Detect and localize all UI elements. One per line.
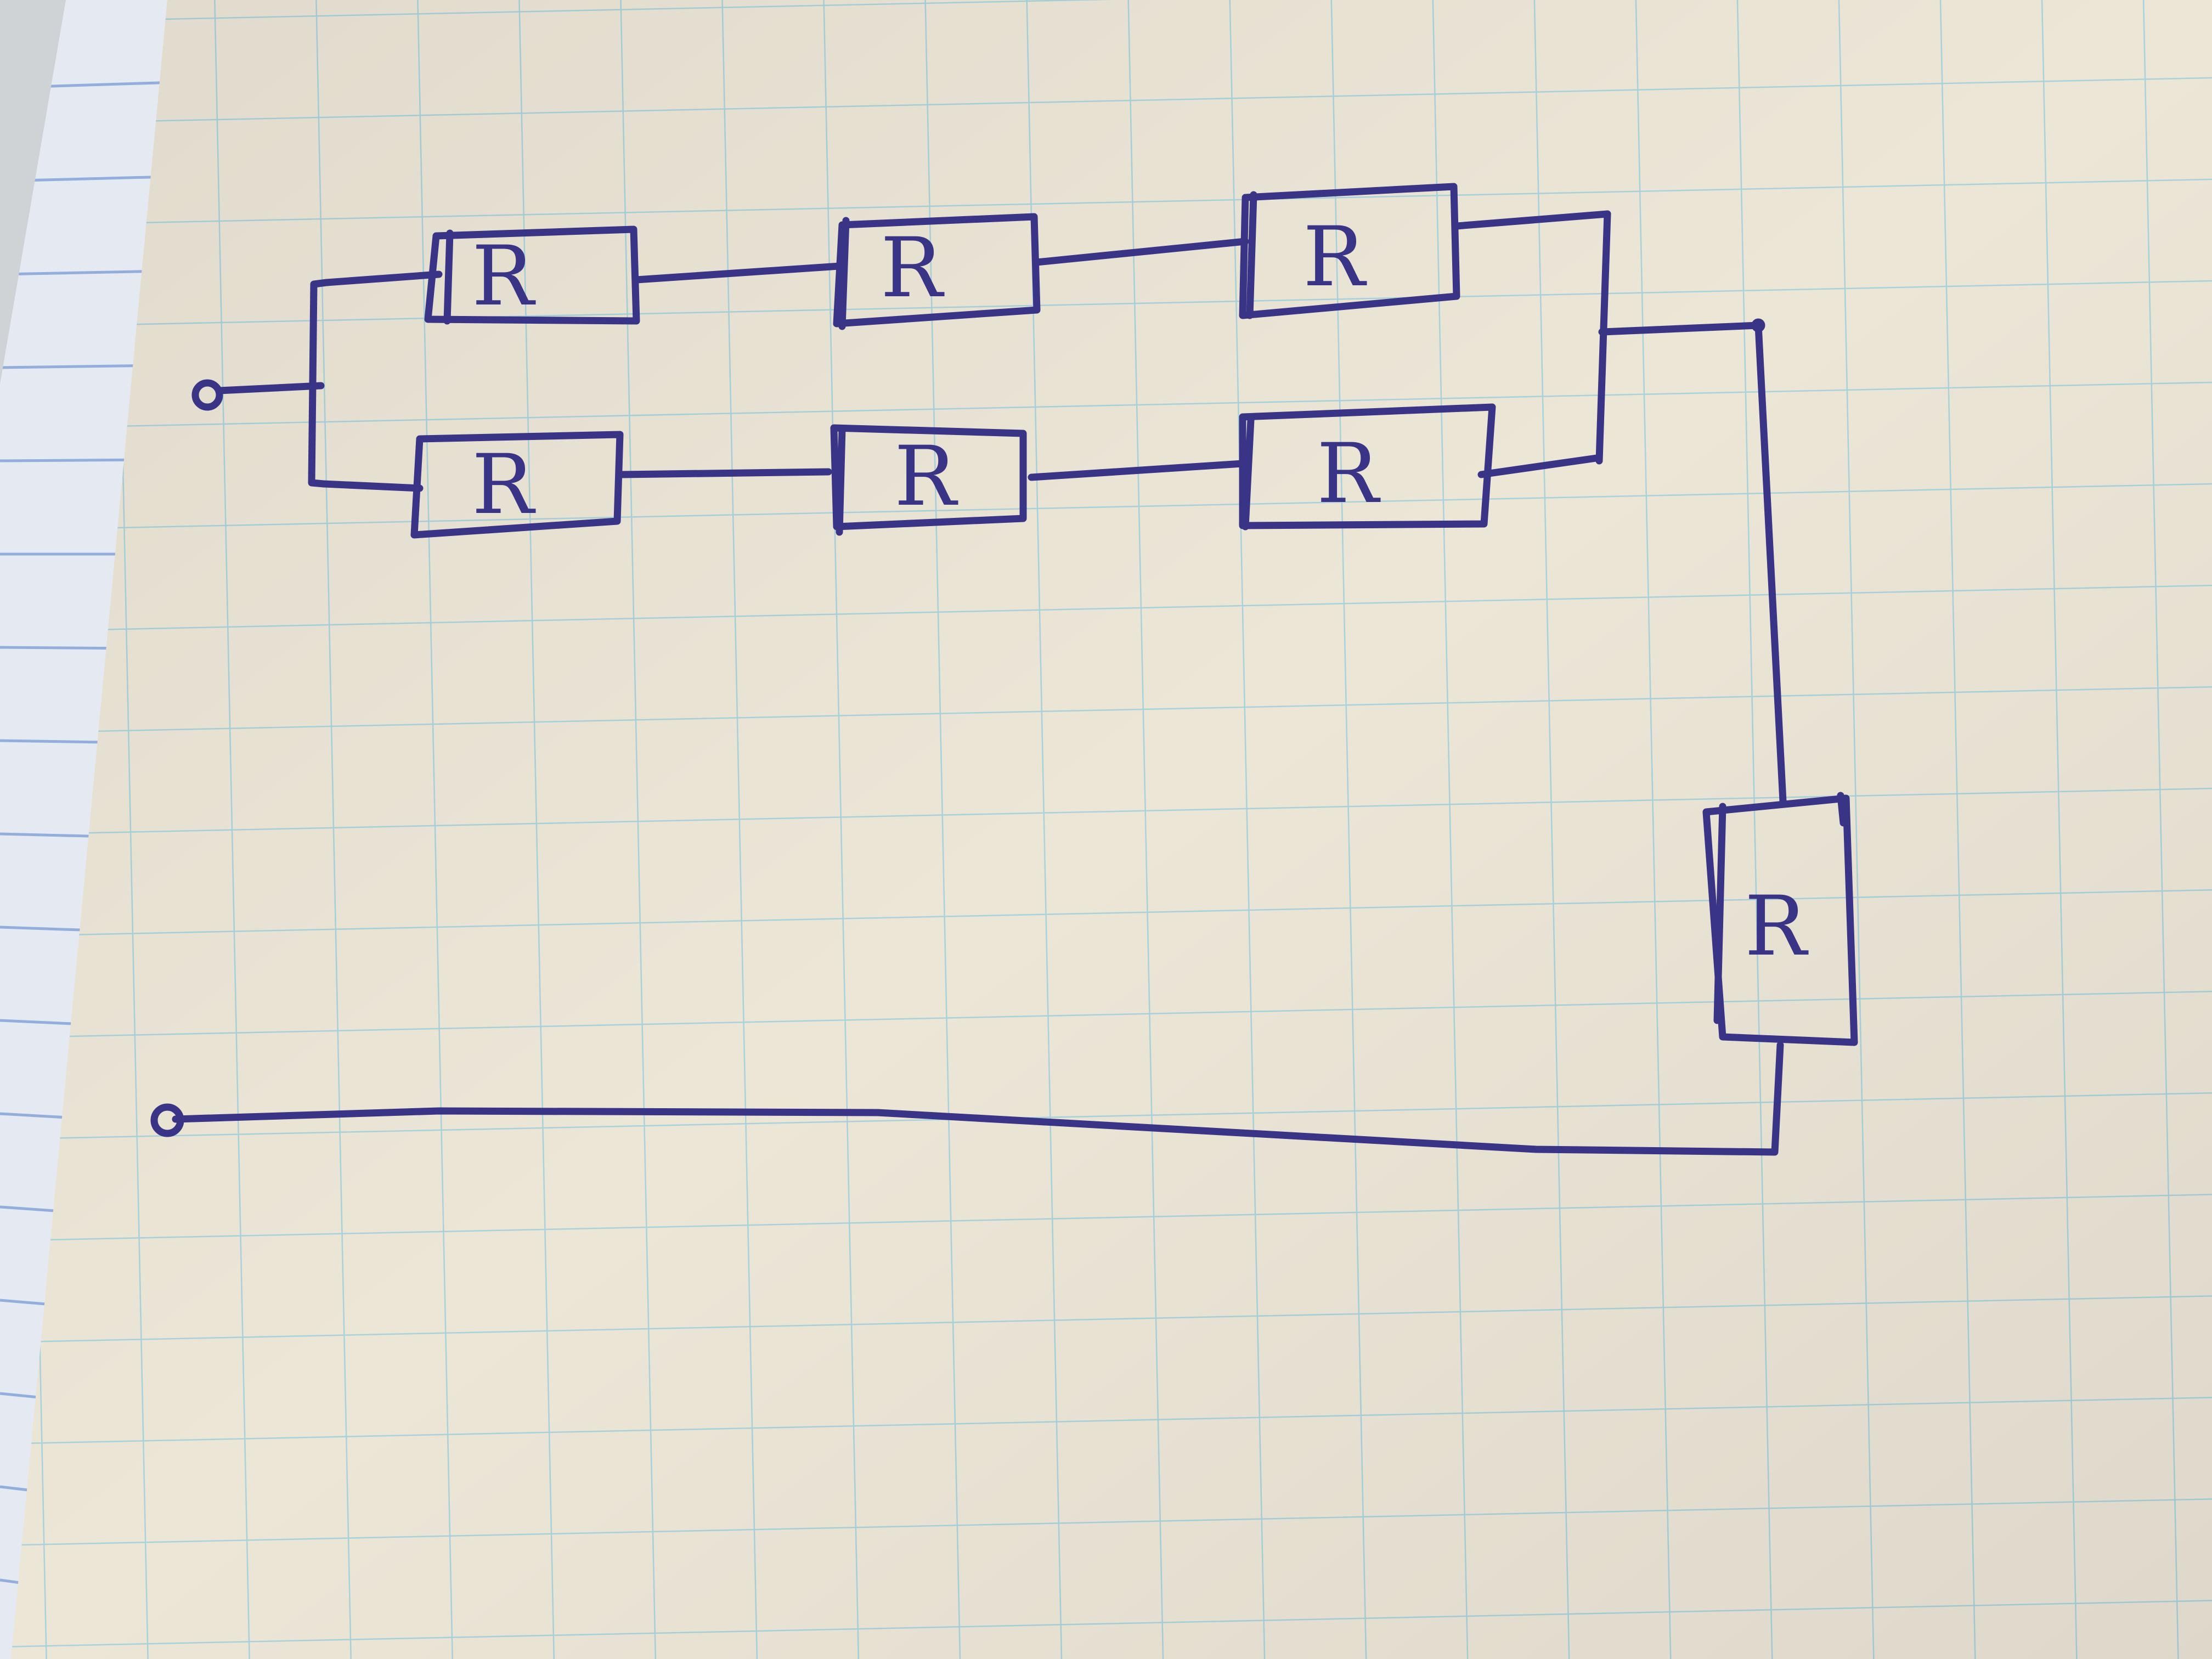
resistor-bottom-2 [830, 424, 1027, 536]
resistor-bottom-1 [410, 431, 624, 539]
right-bus [1595, 210, 1611, 465]
resistor-label: R [881, 221, 945, 316]
wire-top-out [1453, 210, 1611, 230]
wire-bottom-in [320, 480, 424, 492]
left-bus [308, 279, 330, 488]
resistor-label: R [894, 429, 958, 524]
resistor-label: R [472, 229, 536, 324]
wire-top-2-3 [1033, 238, 1249, 266]
resistor-label: R [1317, 426, 1381, 522]
input-terminal [191, 379, 223, 411]
wire-down [1754, 321, 1787, 805]
circuit [150, 183, 1858, 1156]
wire-bottom-out [1477, 454, 1600, 478]
resistor-top-3 [1239, 183, 1460, 319]
output-terminal [150, 1103, 184, 1137]
wire-top-1-2 [633, 262, 843, 284]
resistor-label: R [472, 437, 536, 533]
resistor-label: R [1303, 210, 1367, 305]
resistor-top-2 [833, 213, 1041, 330]
resistor-bottom-3 [1239, 403, 1496, 531]
wire-bottom-2-3 [1028, 460, 1246, 481]
wire-top-in [323, 270, 443, 286]
input-lead [216, 382, 325, 394]
resistor-labels: R R R R R R R [472, 210, 1809, 974]
wire-to-junction [1598, 321, 1762, 336]
resistor-series [1702, 792, 1858, 1046]
resistor-label: R [1745, 879, 1809, 974]
wire-bottom-1-2 [619, 468, 832, 478]
resistor-top-1 [424, 225, 640, 325]
wire-return [172, 1041, 1784, 1156]
